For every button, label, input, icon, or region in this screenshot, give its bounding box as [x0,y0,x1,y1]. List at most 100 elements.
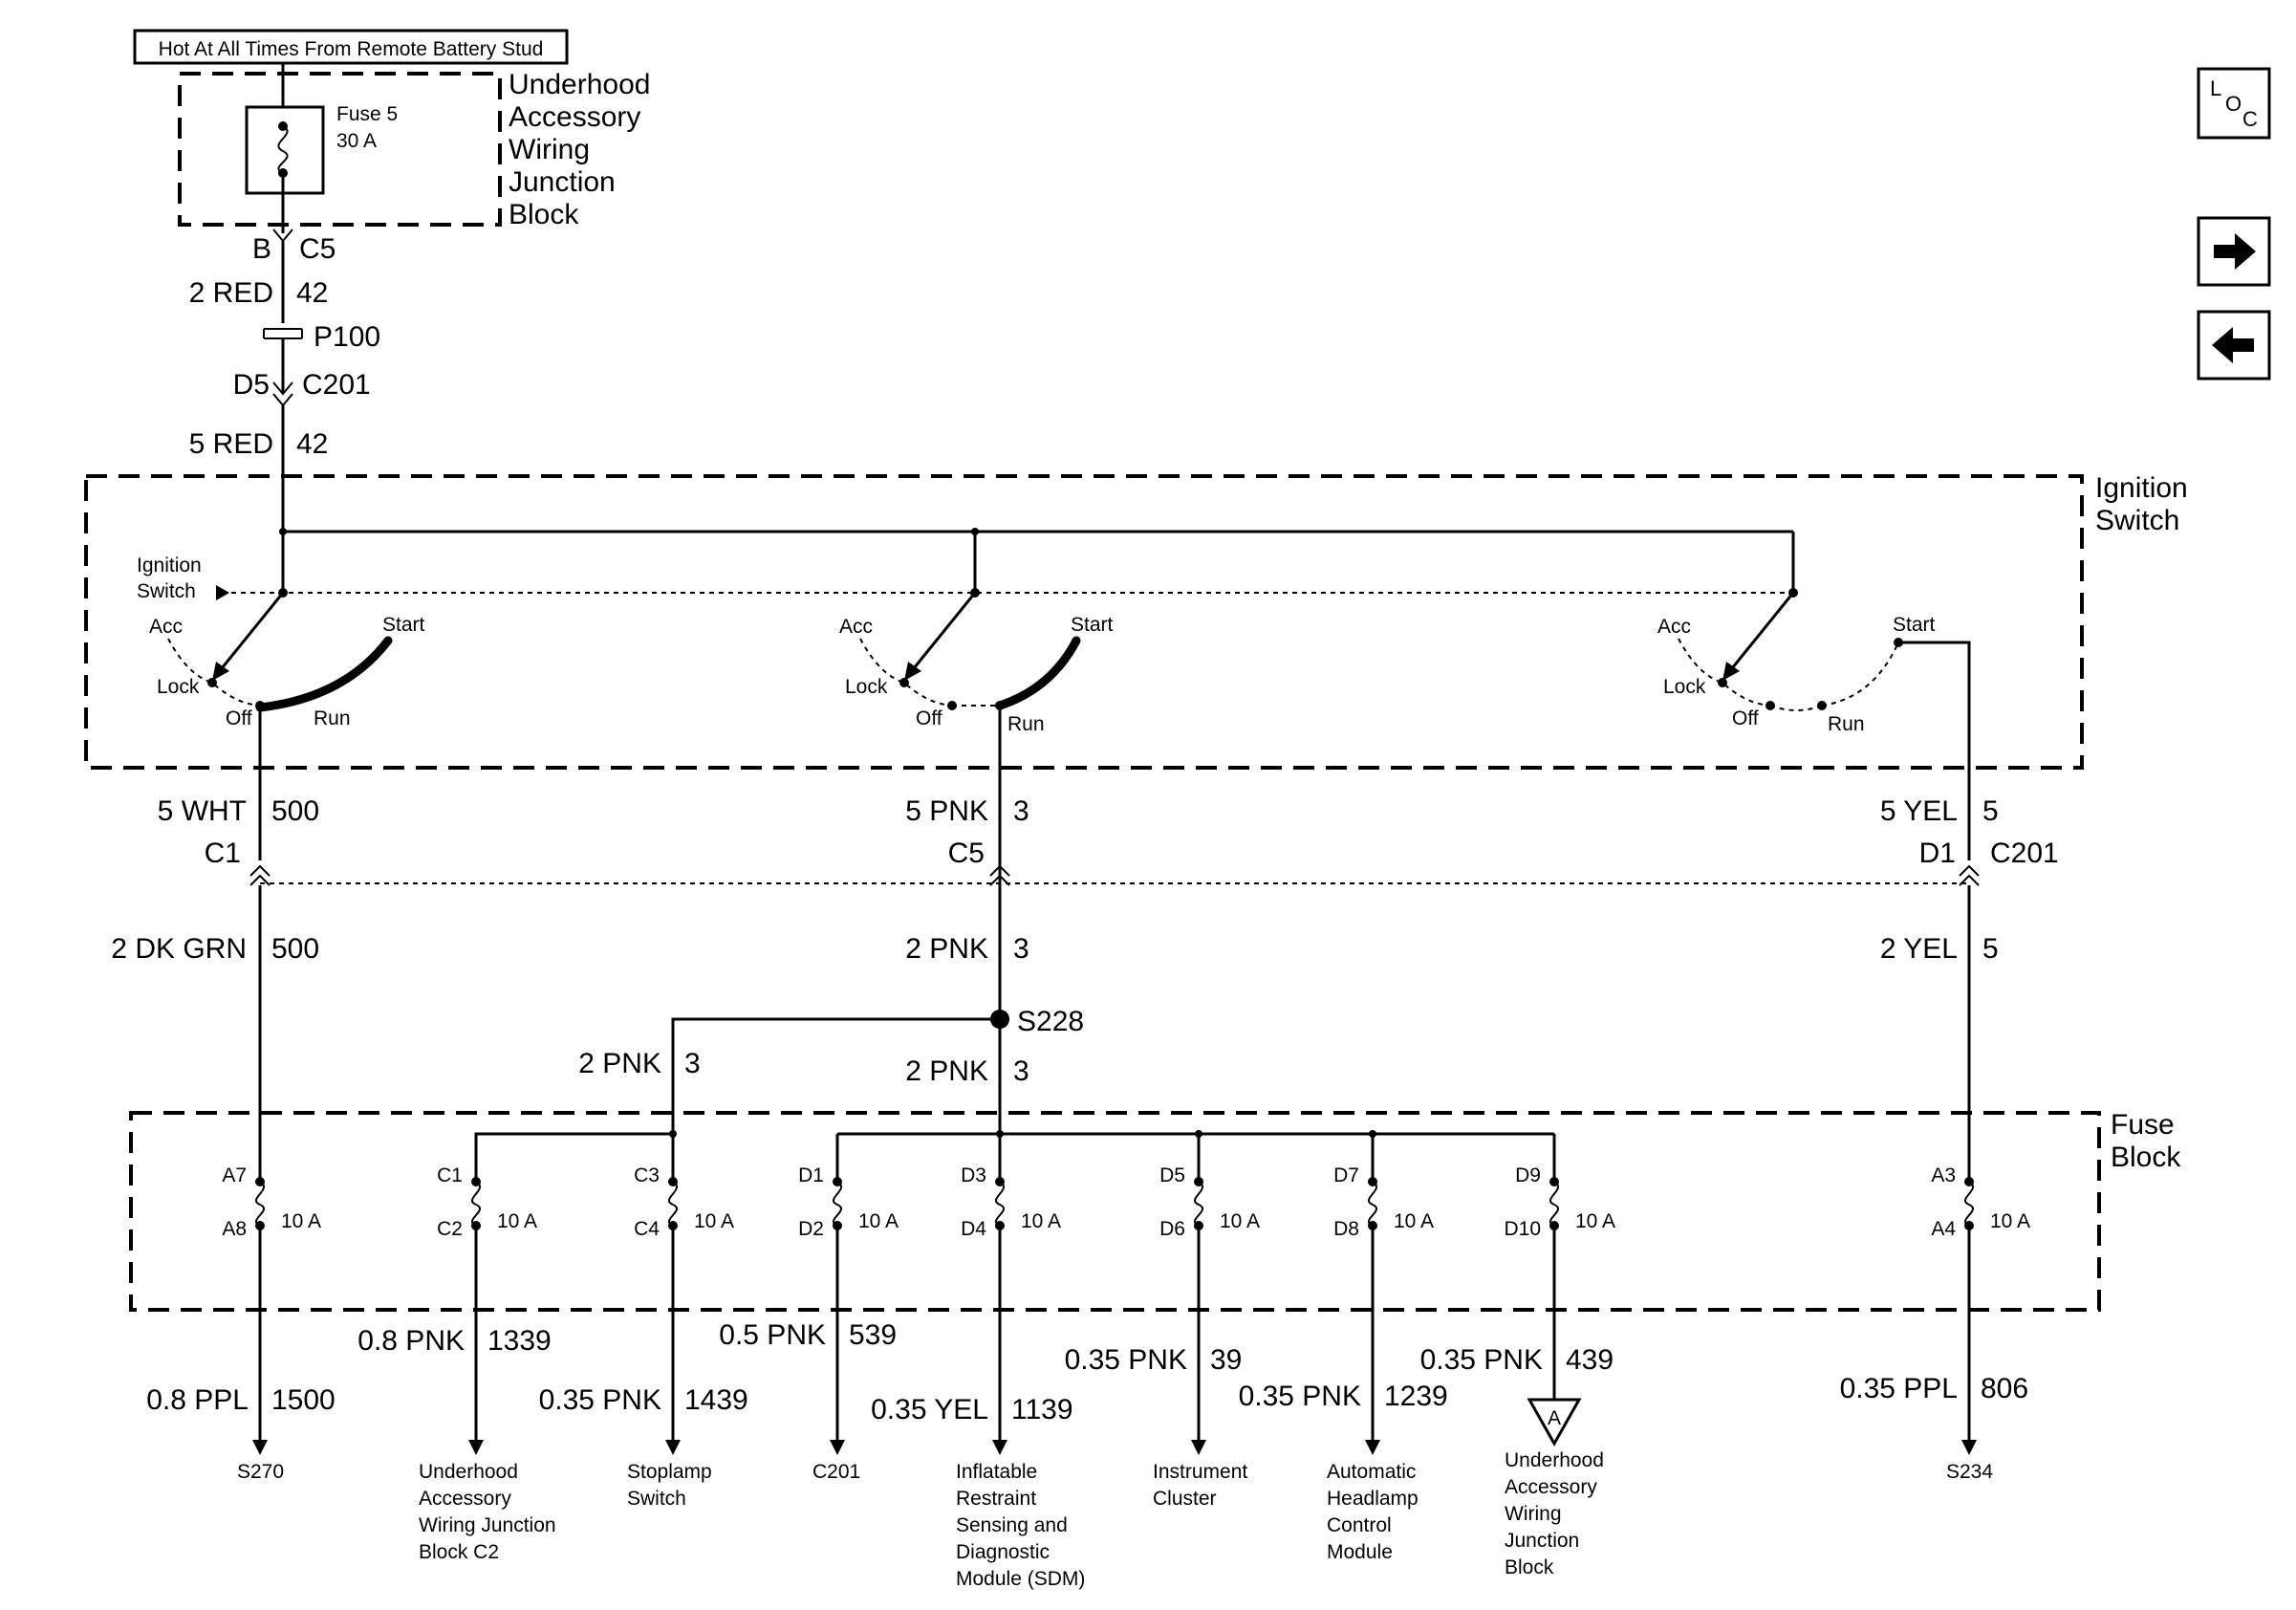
load-destination: Inflatable [956,1461,1037,1483]
load-wire-color: 0.8 PNK [357,1325,465,1357]
load-destination: Automatic [1327,1461,1416,1483]
wire-5-red: 5 RED [189,428,273,460]
load-destination: Diagnostic [956,1541,1050,1563]
circuit-5: 5 [1982,933,1999,965]
load-destination: Underhood [1505,1449,1604,1471]
load-destination: Underhood [419,1461,518,1483]
circuit-5: 5 [1982,795,1999,827]
switch-section-3: Acc Lock Off Run Start [1657,588,1971,860]
load-wire-color: 0.35 PNK [1420,1344,1543,1376]
switch-link-arrow-icon [216,585,229,600]
position-off: Off [226,707,252,729]
conn-b-label: B [252,233,271,265]
loc-icon: L O C [2210,76,2258,131]
load-destination: S270 [237,1461,284,1483]
fuse-terminal-out: A8 [222,1218,247,1240]
fuse-terminal-in: D9 [1515,1164,1541,1186]
position-off: Off [916,707,942,729]
load-circuit-number: 1239 [1384,1381,1448,1412]
circuit-3: 3 [1013,795,1029,827]
wire-2-dk-grn: 2 DK GRN [111,933,247,965]
wire-2-pnk: 2 PNK [578,1048,661,1079]
circuit-42: 42 [296,277,328,309]
arrow-down-icon [1365,1440,1380,1455]
load-destination: Stoplamp [627,1461,712,1483]
connector-symbol [249,864,1980,886]
load-destination: Module [1327,1541,1393,1563]
fuse-icon [995,1181,1005,1227]
position-start: Start [1071,614,1114,636]
fuse-icon [1194,1181,1203,1227]
loc-button[interactable]: L O C [2197,67,2271,140]
ignition-inner-label: Switch [137,580,196,602]
circuit-3: 3 [1013,1055,1029,1087]
underhood-title-line: Underhood [509,69,650,100]
load-wire-color: 0.35 PNK [539,1384,661,1416]
load-circuit-number: 1500 [271,1384,336,1416]
forward-button[interactable] [2197,216,2271,287]
wire-2-red: 2 RED [189,277,273,309]
fuse-rating: 10 A [281,1210,321,1232]
svg-text:L: L [2210,76,2221,100]
ref-triangle-icon [1527,1398,1582,1447]
arrow-left-icon [2212,327,2254,363]
fuse-terminal-out: D4 [961,1218,986,1240]
load-wire-color: 0.35 PPL [1840,1373,1958,1404]
underhood-title-line: Wiring [509,134,590,165]
load-destination: Restraint [956,1488,1036,1510]
position-run: Run [1007,713,1045,735]
underhood-title-line: Accessory [509,101,640,133]
fuse-terminal-out: D8 [1333,1218,1359,1240]
ignition-switch-title: Ignition [2095,472,2188,504]
fuse-terminal-in: A3 [1931,1164,1956,1186]
load-wire-color: 0.35 YEL [871,1394,988,1425]
load-destination: Wiring Junction [419,1514,556,1536]
underhood-block-title: Underhood Accessory Wiring Junction Bloc… [509,69,650,230]
fuse5-box [245,105,325,195]
splice-s228-label: S228 [1017,1006,1084,1037]
fuse-terminal-in: D1 [798,1164,824,1186]
fuse-terminal-out: A4 [1931,1218,1956,1240]
load-destination: Headlamp [1327,1488,1419,1510]
fuse-rating: 10 A [1990,1210,2030,1232]
conn-c1-label: C1 [205,838,241,869]
load-circuit-number: 439 [1566,1344,1614,1376]
fuse-block-title: Fuse [2111,1109,2175,1141]
wire-2-yel: 2 YEL [1880,933,1958,965]
load-wire-color: 0.8 PPL [146,1384,249,1416]
position-start: Start [1893,614,1936,636]
fuse-rating: 10 A [694,1210,734,1232]
position-lock: Lock [157,676,200,698]
fuse5-icon [277,121,289,178]
load-destination: Accessory [419,1488,511,1510]
circuit-3: 3 [684,1048,701,1079]
circuit-42: 42 [296,428,328,460]
fuse-icon [1549,1181,1559,1227]
fuse5-rating: 30 A [336,130,377,152]
load-destination: Switch [627,1488,686,1510]
conn-d1-label: D1 [1919,838,1956,869]
load-destination: Wiring [1505,1503,1562,1525]
fuse-block-outline [129,1111,2101,1312]
load-circuit-number: 806 [1981,1373,2028,1404]
fuse-rating: 10 A [1021,1210,1061,1232]
back-button[interactable] [2197,310,2271,381]
load-destination: Block C2 [419,1541,499,1563]
header-label: Hot At All Times From Remote Battery Stu… [159,38,544,60]
load-destination: Sensing and [956,1514,1068,1536]
fuse-rating: 10 A [858,1210,899,1232]
arrow-right-icon [2214,233,2256,270]
header-label-box [133,29,569,65]
fuse-terminal-in: C1 [437,1164,463,1186]
fuse-rating: 10 A [1575,1210,1615,1232]
